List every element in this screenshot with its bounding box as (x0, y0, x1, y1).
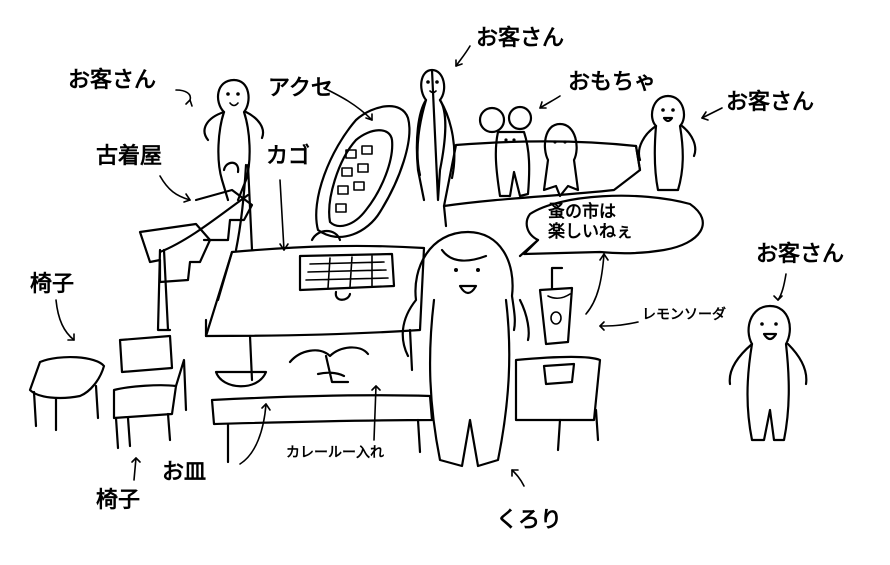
main-table (204, 244, 426, 382)
label-customer-far-right: お客さん (756, 242, 845, 267)
customer-top-figure (415, 68, 456, 202)
clothes-rack (138, 161, 254, 332)
label-customer-toy-right: お客さん (726, 90, 815, 115)
right-table (514, 355, 602, 452)
customer-toy-right-figure (637, 94, 697, 192)
chair-bottom-drawing (112, 334, 188, 450)
label-old-clothes: 古着屋 (96, 144, 163, 169)
label-basket: カゴ (266, 144, 311, 169)
toy-mouse-figure (478, 105, 533, 198)
speech-line-2: 楽しいねぇ (548, 222, 633, 242)
lemon-soda-cup (538, 266, 574, 346)
label-chair-bottom: 椅子 (96, 488, 141, 513)
kurori-figure (401, 230, 530, 468)
toy-ghost-figure (542, 122, 580, 198)
label-kurori: くろり (496, 508, 563, 533)
label-accessories: アクセ (268, 76, 333, 101)
pointer-arrows (55, 45, 787, 487)
chair-left-drawing (28, 355, 106, 432)
accessory-board (310, 105, 411, 242)
customer-far-right-figure (728, 304, 808, 442)
speech-bubble (518, 194, 704, 258)
customer-left-figure (203, 78, 265, 202)
label-lemon-soda: レモンソーダ (642, 307, 726, 323)
back-toy-table (442, 140, 642, 228)
speech-line-1: 蚤の市は (548, 202, 616, 222)
lower-shelf (210, 346, 434, 464)
label-curry-roux-case: カレールー入れ (286, 445, 384, 461)
label-customer-top: お客さん (476, 26, 565, 51)
label-plates: お皿 (162, 460, 207, 485)
label-toys: おもちゃ (568, 70, 657, 95)
label-customer-left: お客さん (68, 68, 157, 93)
label-chair-left: 椅子 (30, 272, 75, 297)
